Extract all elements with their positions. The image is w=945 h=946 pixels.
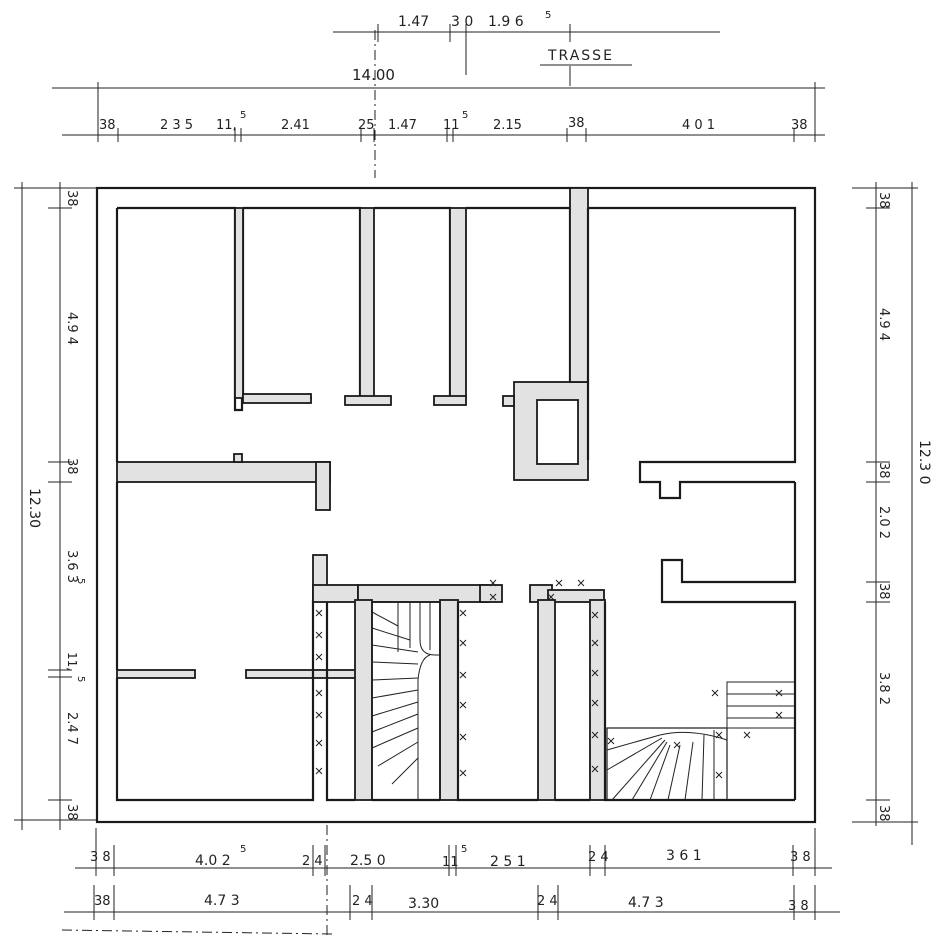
dim-top0-3: 1.9 6 <box>488 14 524 30</box>
dim-right-2: 4.9 4 <box>876 308 891 341</box>
top-dimension-chain-2: 38 2 3 5 11, 5 2.41 25 1.47 11 5 2.15 38… <box>62 30 825 178</box>
dim-bottom1-2: 4.0 2 <box>195 853 231 869</box>
wall-room-upper-left <box>117 206 312 412</box>
dim-left-total: 12.30 <box>26 488 42 528</box>
dim-left-1: 38 <box>64 190 79 207</box>
insulation-hatching <box>315 579 783 779</box>
dim-bottom2-4: 3.30 <box>408 896 439 912</box>
dim-left-2: 4.9 4 <box>64 312 79 345</box>
dim-left-5-superscript: 5 <box>75 676 86 682</box>
dim-top2-11: 38 <box>791 118 808 133</box>
top-dimension-overall: 14.00 <box>52 66 825 130</box>
building-walls <box>95 186 817 824</box>
dim-bottom1-5: 11 <box>442 855 459 870</box>
dim-bottom1-3: 2 4 <box>302 854 323 869</box>
door-jamb-3 <box>433 395 467 406</box>
dim-bottom1-7: 2 4 <box>588 850 609 865</box>
top-dimension-chain-0: 1.47 3 0 1.9 6 5 <box>333 10 720 75</box>
dim-right-4: 2.0 2 <box>876 506 891 539</box>
dim-bottom2-3: 2 4 <box>352 894 373 909</box>
partition-wall-2 <box>359 207 375 399</box>
dim-right-total: 12.3 0 <box>916 440 932 485</box>
partition-wall-1 <box>234 207 244 399</box>
dim-top2-10: 4 0 1 <box>682 118 715 133</box>
dim-right-5: 38 <box>876 583 891 600</box>
dim-top0-2: 3 0 <box>451 14 473 30</box>
dim-top2-8: 2.15 <box>493 118 522 133</box>
dim-top2-3: 11, <box>216 118 237 133</box>
dim-left-7: 38 <box>64 804 79 821</box>
dim-left-4-superscript: 5 <box>75 578 86 584</box>
dim-bottom2-5: 2 4 <box>537 894 558 909</box>
chimney-flue <box>536 399 579 465</box>
dim-top2-1: 38 <box>99 118 116 133</box>
horizontal-wall-left <box>116 461 331 483</box>
dim-bottom1-6: 2 5 1 <box>490 854 526 870</box>
dim-right-1: 38 <box>876 192 891 209</box>
winder-stair-center <box>371 601 441 801</box>
dim-left-4: 3.6 3 <box>64 550 79 583</box>
door-jamb-1 <box>242 393 312 404</box>
right-dimension-chain: 12.3 0 38 4.9 4 38 2.0 2 38 3.8 2 38 <box>852 182 932 845</box>
dim-left-3: 38 <box>64 458 79 475</box>
exterior-wall-outer <box>95 186 817 824</box>
left-dimension-chain: 12.30 38 4.9 4 38 3.6 3 5 11, 5 2.4 7 38 <box>14 182 96 830</box>
bottom-dimension-chain-1: 3 8 4.0 2 5 2 4 2.5 0 11 5 2 5 1 2 4 3 6… <box>75 828 832 876</box>
dim-right-3: 38 <box>876 462 891 479</box>
bottom-dimension-chain-2: 38 4.7 3 2 4 3.30 2 4 4.7 3 3 8 <box>61 825 840 935</box>
dim-bottom1-5-superscript: 5 <box>461 844 467 855</box>
dim-top2-9: 38 <box>568 116 585 131</box>
street-label-group: TRASSE <box>540 48 632 86</box>
dim-bottom2-2: 4.7 3 <box>204 893 240 909</box>
dim-bottom1-9: 3 8 <box>790 850 811 865</box>
dim-top2-3-superscript: 5 <box>240 110 246 121</box>
dim-bottom2-7: 3 8 <box>788 899 809 914</box>
dim-bottom1-1: 3 8 <box>90 850 111 865</box>
dim-right-7: 38 <box>876 805 891 822</box>
dim-bottom2-1: 38 <box>94 894 111 909</box>
dim-left-6: 2.4 7 <box>64 712 79 745</box>
dim-overall-width: 14.00 <box>352 66 395 84</box>
partition-wall-3 <box>449 207 467 399</box>
winder-stair-right <box>606 681 795 801</box>
dim-top2-7: 11 <box>443 118 460 133</box>
dim-bottom2-6: 4.7 3 <box>628 895 664 911</box>
dim-bottom1-8: 3 6 1 <box>666 848 702 864</box>
dim-top2-2: 2 3 5 <box>160 118 193 133</box>
dim-left-5: 11, <box>65 652 79 671</box>
door-jamb-2 <box>344 395 392 406</box>
stair-core-wall-top <box>357 584 489 603</box>
dim-right-6: 3.8 2 <box>876 672 891 705</box>
street-label: TRASSE <box>547 48 614 64</box>
horizontal-partition-lower-left <box>116 669 196 679</box>
dim-top2-6: 1.47 <box>388 118 417 133</box>
dim-top2-5: 25 <box>358 118 375 133</box>
dim-bottom1-4: 2.5 0 <box>350 853 386 869</box>
dim-bottom1-2-superscript: 5 <box>240 844 246 855</box>
dim-top2-4: 2.41 <box>281 118 310 133</box>
dim-top0-1: 1.47 <box>398 14 429 30</box>
dim-top2-7-superscript: 5 <box>462 110 468 121</box>
dim-top0-superscript: 5 <box>545 10 551 21</box>
